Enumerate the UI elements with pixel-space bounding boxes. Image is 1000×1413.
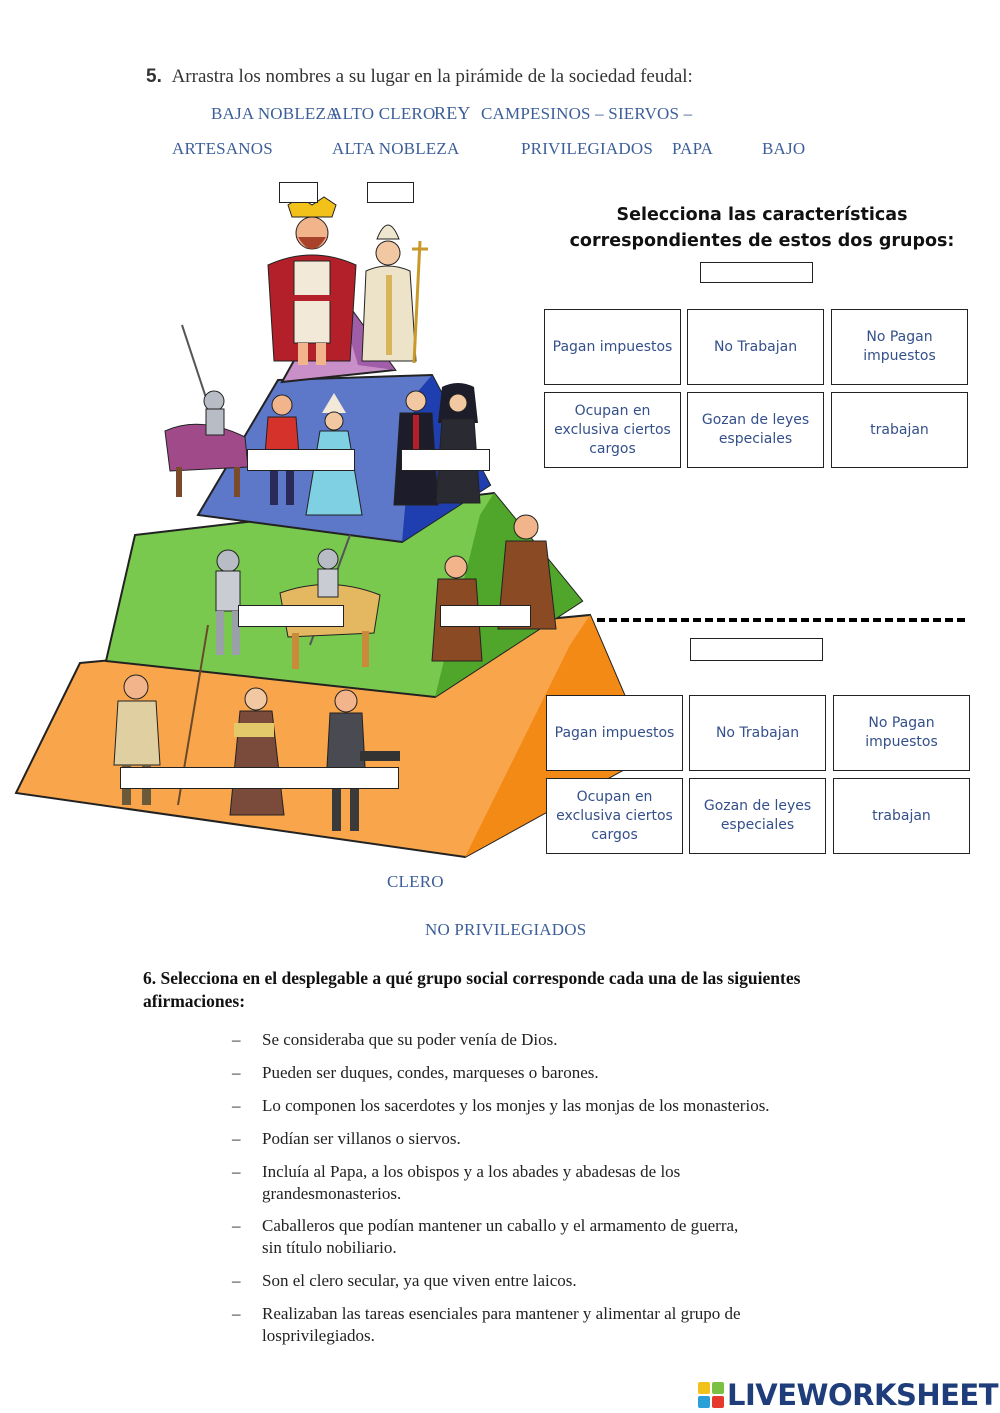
word-no-privilegiados[interactable]: NO PRIVILEGIADOS xyxy=(425,920,587,939)
statement-text: Realizaban las tareas esenciales para ma… xyxy=(262,1304,741,1345)
word-clero[interactable]: CLERO xyxy=(387,872,444,891)
statement-dash: – xyxy=(232,1129,241,1148)
pope-figure xyxy=(361,224,428,364)
exercise5-instruction: 5. Arrastra los nombres a su lugar en la… xyxy=(146,66,693,88)
option-no-pagan-impuestos-2[interactable]: No Pagan impuestos xyxy=(833,695,970,771)
option-trabajan-2[interactable]: trabajan xyxy=(833,778,970,854)
word-alta-nobleza[interactable]: ALTA NOBLEZA xyxy=(332,139,460,158)
drop-zone-rey[interactable] xyxy=(279,182,318,203)
drop-zone-group-non-privileged[interactable] xyxy=(690,638,823,661)
exercise6-title: 6. Selecciona en el desplegable a qué gr… xyxy=(143,968,801,1011)
drop-zone-papa[interactable] xyxy=(367,182,414,203)
liveworksheets-logo-icon xyxy=(698,1382,724,1408)
exercise5-number: 5. xyxy=(146,66,162,87)
liveworksheets-brand: LIVEWORKSHEETS xyxy=(698,1378,1000,1412)
statement-dash: – xyxy=(232,1271,241,1290)
option-pagan-impuestos-2[interactable]: Pagan impuestos xyxy=(546,695,683,771)
word-campesinos-siervos[interactable]: CAMPESINOS – SIERVOS – xyxy=(481,104,693,123)
statement-dash: – xyxy=(232,1096,241,1115)
word-artesanos[interactable]: ARTESANOS xyxy=(172,139,273,158)
option-pagan-impuestos-1[interactable]: Pagan impuestos xyxy=(544,309,681,385)
statement-text: Podían ser villanos o siervos. xyxy=(262,1129,461,1148)
statement-dash: – xyxy=(232,1063,241,1082)
drop-zone-alto-clero[interactable] xyxy=(401,449,490,471)
option-leyes-especiales-1[interactable]: Gozan de leyes especiales xyxy=(687,392,824,468)
statement-text: Se consideraba que su poder venía de Dio… xyxy=(262,1030,558,1049)
mounted-knight-figure xyxy=(164,324,249,497)
peasant-figures xyxy=(113,624,400,831)
statement-dash: – xyxy=(232,1030,241,1049)
statement-text: Son el clero secular, ya que viven entre… xyxy=(262,1271,577,1290)
exercise5-instruction-text: Arrastra los nombres a su lugar en la pi… xyxy=(171,66,693,87)
brand-name: LIVEWORKSHEETS xyxy=(727,1378,1000,1412)
king-figure xyxy=(267,196,357,365)
option-no-trabajan-1[interactable]: No Trabajan xyxy=(687,309,824,385)
word-alto-clero[interactable]: ALTO CLERO xyxy=(330,104,436,123)
group-separator-dashed-line xyxy=(597,618,965,622)
option-ocupan-cargos-2[interactable]: Ocupan en exclusiva ciertos cargos xyxy=(546,778,683,854)
statement-text: Incluía al Papa, a los obispos y a los a… xyxy=(262,1162,681,1203)
option-leyes-especiales-2[interactable]: Gozan de leyes especiales xyxy=(689,778,826,854)
statement-text: Lo componen los sacerdotes y los monjes … xyxy=(262,1096,770,1115)
option-trabajan-1[interactable]: trabajan xyxy=(831,392,968,468)
statement-text: Caballeros que podían mantener un caball… xyxy=(262,1216,739,1257)
option-no-trabajan-2[interactable]: No Trabajan xyxy=(689,695,826,771)
option-no-pagan-impuestos-1[interactable]: No Pagan impuestos xyxy=(831,309,968,385)
feudal-pyramid-illustration xyxy=(14,196,652,859)
drop-zone-bajo-clero[interactable] xyxy=(440,605,531,627)
drop-zone-baja-nobleza[interactable] xyxy=(238,605,344,627)
drop-zone-group-privileged[interactable] xyxy=(700,262,813,283)
option-ocupan-cargos-1[interactable]: Ocupan en exclusiva ciertos cargos xyxy=(544,392,681,468)
drop-zone-alta-nobleza[interactable] xyxy=(247,449,355,471)
statement-dash: – xyxy=(232,1216,241,1235)
statement-dash: – xyxy=(232,1304,241,1323)
word-papa[interactable]: PAPA xyxy=(672,139,714,158)
word-baja-nobleza[interactable]: BAJA NOBLEZA xyxy=(211,104,339,123)
characteristics-panel-title: Selecciona las características correspon… xyxy=(569,205,955,251)
drop-zone-campesinos[interactable] xyxy=(120,767,399,789)
word-rey[interactable]: REY xyxy=(434,103,471,123)
statement-dash: – xyxy=(232,1162,241,1181)
word-privilegiados[interactable]: PRIVILEGIADOS xyxy=(521,139,653,158)
word-bajo[interactable]: BAJO xyxy=(762,139,806,158)
statement-text: Pueden ser duques, condes, marqueses o b… xyxy=(262,1063,599,1082)
